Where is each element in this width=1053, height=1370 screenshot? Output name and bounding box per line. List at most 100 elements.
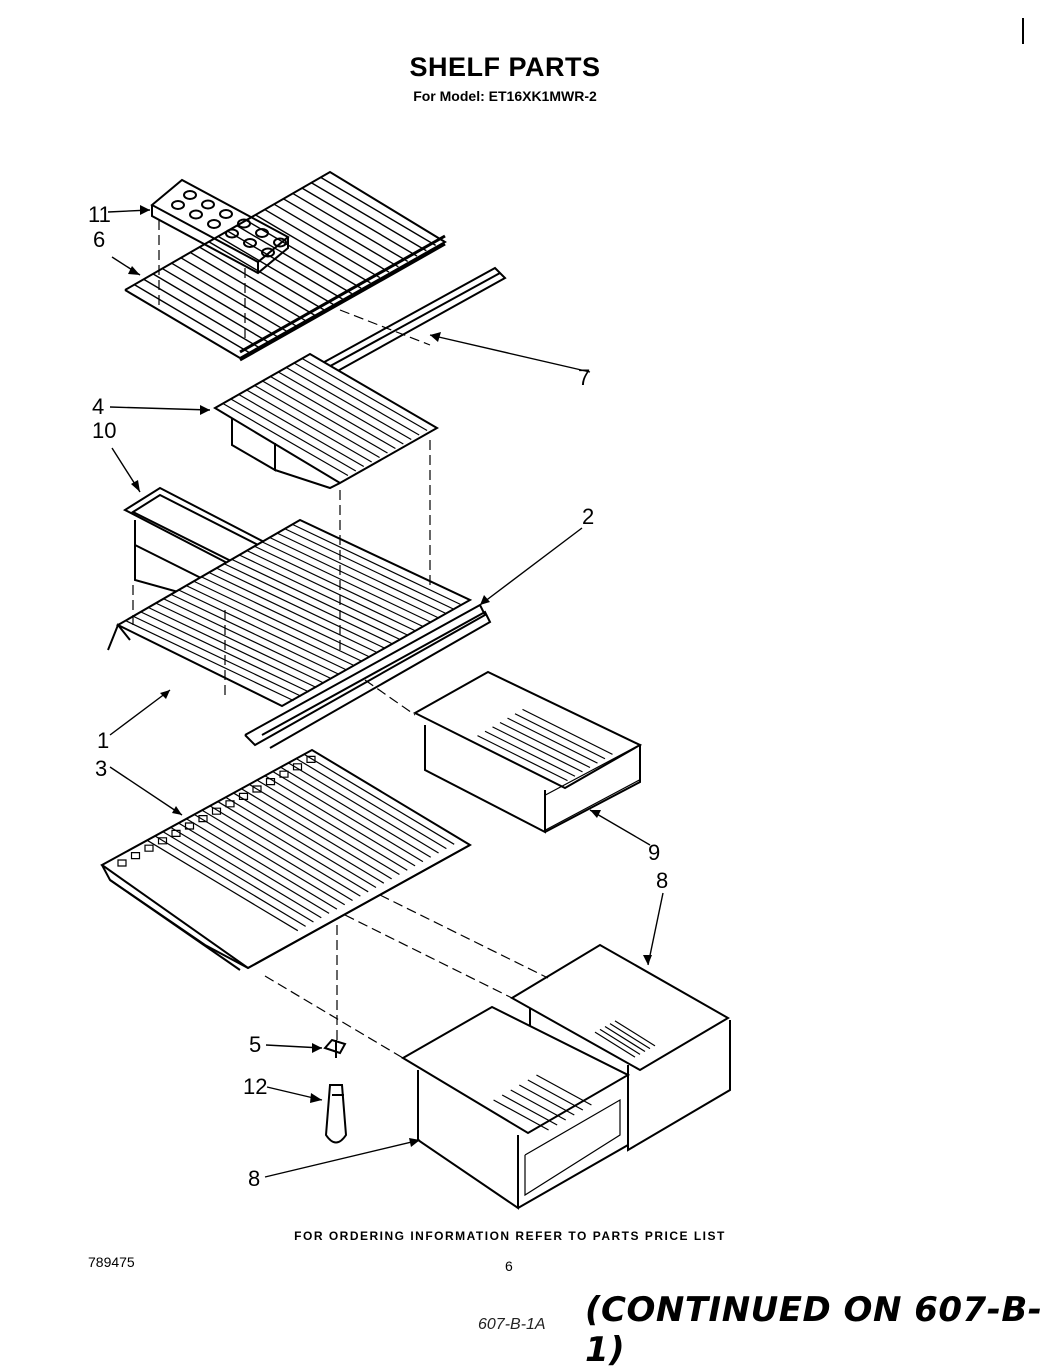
cover-slot xyxy=(253,786,261,792)
wire-line xyxy=(255,546,423,626)
document-number: 789475 xyxy=(88,1254,135,1270)
crisper-drawer-part-8-left xyxy=(403,1007,628,1208)
wire-line xyxy=(200,247,315,315)
wire-line xyxy=(321,177,436,245)
tray-cell xyxy=(220,210,232,218)
callout-12: 12 xyxy=(243,1074,267,1099)
wire-line xyxy=(148,608,316,688)
wire-line xyxy=(270,377,395,449)
wire-line xyxy=(144,279,259,347)
callout-5: 5 xyxy=(249,1032,261,1057)
callout-2: 2 xyxy=(582,504,594,529)
leader-arrowheads xyxy=(128,205,652,1147)
wire-line xyxy=(223,404,348,476)
wire-line xyxy=(304,754,454,844)
tray-cell xyxy=(238,220,250,228)
wire-line xyxy=(141,612,309,692)
callout-10: 10 xyxy=(92,418,116,443)
crisper-drawer-part-8-right xyxy=(512,945,730,1150)
wire-line xyxy=(595,1032,635,1057)
freezer-wire-shelf-part-6 xyxy=(125,172,445,360)
wire-line xyxy=(163,832,313,922)
wire-line xyxy=(286,368,411,440)
crisper-cover-part-3 xyxy=(102,750,470,970)
wire-line xyxy=(171,828,321,918)
cover-slot xyxy=(186,823,194,829)
wire-line xyxy=(277,533,445,613)
wire-line xyxy=(257,780,407,870)
wire-line xyxy=(209,242,324,310)
callout-7: 7 xyxy=(578,365,590,390)
wire-line xyxy=(209,573,377,653)
wire-line xyxy=(302,188,417,256)
wire-line xyxy=(292,524,460,604)
main-shelf-part-1 xyxy=(108,520,490,748)
tray-cell xyxy=(244,239,256,247)
wire-line xyxy=(242,789,392,879)
ordering-note: FOR ORDERING INFORMATION REFER TO PARTS … xyxy=(294,1229,726,1243)
tray-cell xyxy=(262,249,274,257)
handwritten-reference: 607-B-1A xyxy=(478,1316,546,1333)
alignment-lines xyxy=(133,220,548,1058)
margin-mark xyxy=(1022,18,1024,44)
wire-line xyxy=(179,590,347,670)
wire-line xyxy=(289,763,439,853)
crisper-drawer-part-9 xyxy=(415,672,640,832)
tray-cell xyxy=(274,239,286,247)
small-shelf-part-4 xyxy=(215,354,437,488)
wire-line xyxy=(126,621,294,701)
wire-line xyxy=(494,1100,549,1130)
model-subtitle: For Model: ET16XK1MWR-2 xyxy=(413,88,597,104)
wire-line xyxy=(296,759,446,849)
bin-part-10 xyxy=(125,488,270,605)
wire-line xyxy=(265,776,415,866)
callout-8-lower: 8 xyxy=(248,1166,260,1191)
wire-line xyxy=(600,1029,640,1054)
wire-line xyxy=(610,1024,650,1049)
wire-line xyxy=(283,199,398,267)
wire-line xyxy=(232,559,400,639)
callout-1: 1 xyxy=(97,728,109,753)
wire-line xyxy=(302,359,427,431)
wire-line xyxy=(217,568,385,648)
tray-cell xyxy=(190,211,202,219)
wire-line xyxy=(285,529,453,609)
cover-slot xyxy=(267,779,275,785)
wire-line xyxy=(311,183,426,251)
wire-line xyxy=(171,594,339,674)
wire-line xyxy=(294,363,419,435)
callout-4: 4 xyxy=(92,394,104,419)
tray-cell xyxy=(202,201,214,209)
wire-line xyxy=(179,823,329,913)
wire-line xyxy=(273,772,423,862)
wire-line xyxy=(478,736,568,781)
cover-slot xyxy=(172,830,180,836)
wire-line xyxy=(293,193,408,261)
wire-line xyxy=(162,269,277,337)
wire-line xyxy=(187,819,337,909)
wire-line xyxy=(508,718,598,763)
wire-line xyxy=(133,616,301,696)
cover-slot xyxy=(213,808,221,814)
wire-line xyxy=(231,399,356,471)
wire-line xyxy=(493,727,583,772)
wire-line xyxy=(536,1075,591,1105)
cover-slot xyxy=(132,853,140,859)
cover-slot xyxy=(294,764,302,770)
cover-slot xyxy=(159,838,167,844)
wire-line xyxy=(134,285,249,353)
wire-line xyxy=(523,709,613,754)
wire-line xyxy=(263,381,388,453)
wire-line xyxy=(515,714,605,759)
leader-lines xyxy=(108,210,663,1177)
wire-line xyxy=(218,802,368,892)
wire-line xyxy=(234,793,384,883)
wire-line xyxy=(519,1085,574,1115)
wire-line xyxy=(228,231,343,299)
wire-line xyxy=(485,731,575,776)
wire-line xyxy=(247,390,372,462)
wire-line xyxy=(265,210,380,278)
wire-line xyxy=(239,395,364,467)
support-post-part-12 xyxy=(326,1085,346,1143)
wire-line xyxy=(239,555,407,635)
